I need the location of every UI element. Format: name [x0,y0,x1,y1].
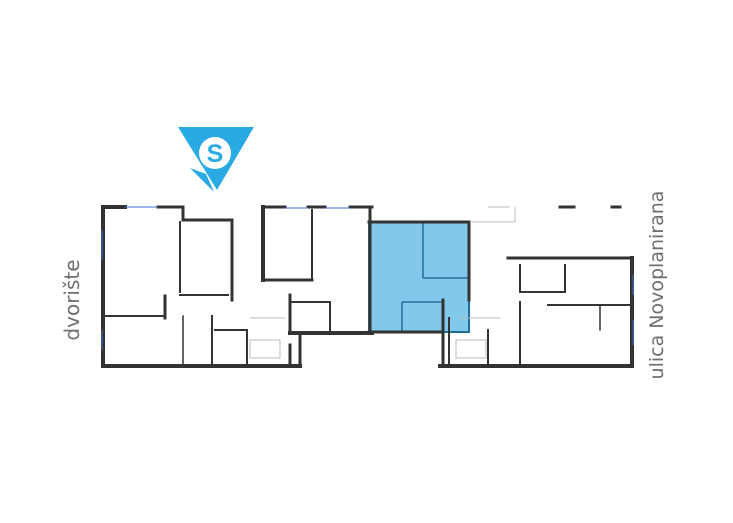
highlighted-apartment[interactable] [368,221,470,333]
walls [101,205,634,368]
north-arrow-letter: S [207,140,224,168]
right-block [438,205,634,368]
left-block [101,205,302,368]
light-details [249,206,516,359]
courtyard-label: dvorište [60,259,84,341]
street-label: ulica Novoplanirana [646,190,668,380]
window-marks [101,206,634,350]
north-arrow-icon: S [178,127,254,192]
middle-block-walls [367,220,471,368]
middle-left-block [261,205,374,368]
